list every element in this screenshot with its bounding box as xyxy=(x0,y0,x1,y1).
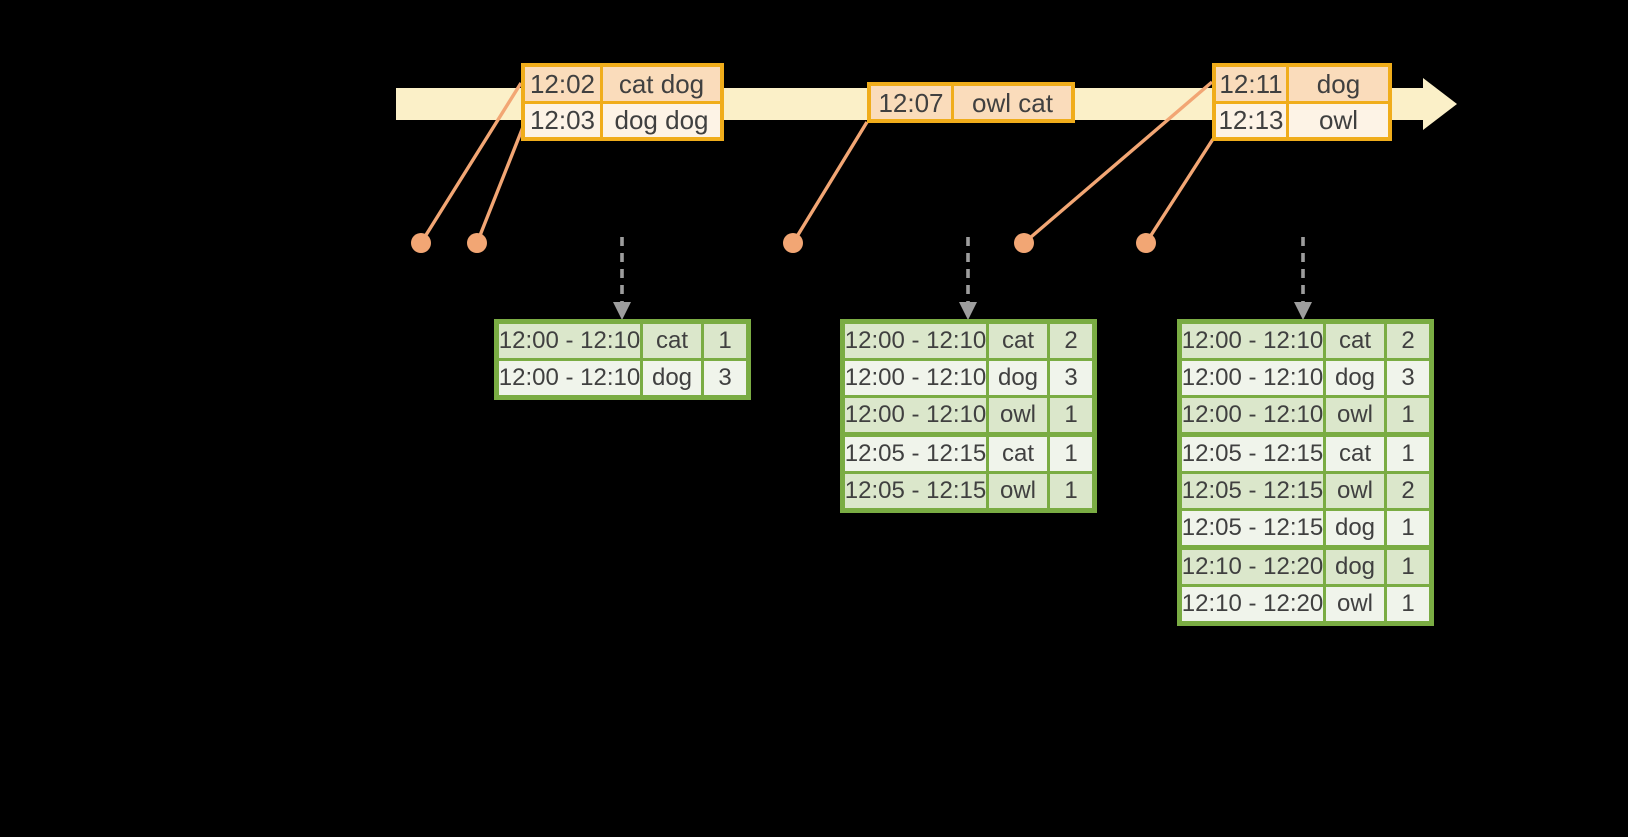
trigger-arrowhead-icon xyxy=(959,302,977,320)
result-window: 12:00 - 12:10 xyxy=(1182,324,1323,358)
result-count: 1 xyxy=(1387,398,1429,432)
connector-line xyxy=(791,121,869,244)
event-table-2: 12:07 owl cat xyxy=(867,82,1075,123)
connector-line xyxy=(1022,80,1214,245)
result-row: 12:00 - 12:10 dog 3 xyxy=(499,361,746,395)
event-words: owl xyxy=(1289,103,1388,137)
result-word: owl xyxy=(1326,474,1384,508)
result-table-3: 12:00 - 12:10 cat 2 12:00 - 12:10 dog 3 … xyxy=(1177,319,1434,626)
connector-line xyxy=(1144,138,1215,244)
timeline-arrowhead-icon xyxy=(1423,78,1457,130)
result-window: 12:00 - 12:10 xyxy=(1182,361,1323,395)
event-dot xyxy=(1014,233,1034,253)
result-row: 12:10 - 12:20 dog 1 xyxy=(1182,550,1429,584)
result-count: 1 xyxy=(1387,437,1429,471)
result-word: cat xyxy=(989,324,1047,358)
result-window: 12:05 - 12:15 xyxy=(1182,511,1323,545)
result-count: 3 xyxy=(1387,361,1429,395)
result-count: 2 xyxy=(1387,324,1429,358)
result-window: 12:00 - 12:10 xyxy=(845,398,986,432)
result-count: 1 xyxy=(1387,511,1429,545)
result-row: 12:05 - 12:15 owl 1 xyxy=(845,474,1092,508)
result-table-2: 12:00 - 12:10 cat 2 12:00 - 12:10 dog 3 … xyxy=(840,319,1097,513)
connector-line xyxy=(419,82,523,244)
result-window: 12:05 - 12:15 xyxy=(1182,474,1323,508)
event-dot xyxy=(411,233,431,253)
result-word: dog xyxy=(1326,550,1384,584)
result-window: 12:00 - 12:10 xyxy=(499,324,640,358)
result-row: 12:05 - 12:15 cat 1 xyxy=(1182,437,1429,471)
result-count: 1 xyxy=(704,324,746,358)
event-time: 12:03 xyxy=(525,103,600,137)
event-row: 12:02 cat dog xyxy=(525,67,720,101)
result-word: owl xyxy=(989,474,1047,508)
result-window: 12:05 - 12:15 xyxy=(1182,437,1323,471)
result-row: 12:00 - 12:10 owl 1 xyxy=(845,398,1092,432)
result-word: owl xyxy=(1326,587,1384,621)
event-row: 12:13 owl xyxy=(1216,103,1388,137)
result-row: 12:00 - 12:10 cat 2 xyxy=(845,324,1092,358)
result-window: 12:00 - 12:10 xyxy=(845,324,986,358)
result-word: dog xyxy=(1326,361,1384,395)
event-words: dog dog xyxy=(603,103,720,137)
result-count: 2 xyxy=(1050,324,1092,358)
result-word: cat xyxy=(643,324,701,358)
event-row: 12:11 dog xyxy=(1216,67,1388,101)
result-count: 3 xyxy=(1050,361,1092,395)
event-time: 12:11 xyxy=(1216,67,1286,101)
result-word: dog xyxy=(643,361,701,395)
result-window: 12:10 - 12:20 xyxy=(1182,587,1323,621)
result-word: dog xyxy=(989,361,1047,395)
result-window: 12:05 - 12:15 xyxy=(845,474,986,508)
result-window: 12:00 - 12:10 xyxy=(499,361,640,395)
connector-line xyxy=(475,126,525,244)
result-row: 12:05 - 12:15 owl 2 xyxy=(1182,474,1429,508)
result-word: owl xyxy=(1326,398,1384,432)
event-dot xyxy=(783,233,803,253)
result-word: cat xyxy=(989,437,1047,471)
result-window: 12:00 - 12:10 xyxy=(1182,398,1323,432)
event-table-3: 12:11 dog 12:13 owl xyxy=(1212,63,1392,141)
event-time: 12:02 xyxy=(525,67,600,101)
event-row: 12:07 owl cat xyxy=(871,86,1071,119)
trigger-arrowhead-icon xyxy=(1294,302,1312,320)
result-count: 1 xyxy=(1050,398,1092,432)
result-count: 1 xyxy=(1050,437,1092,471)
result-word: cat xyxy=(1326,324,1384,358)
result-window: 12:00 - 12:10 xyxy=(845,361,986,395)
result-row: 12:10 - 12:20 owl 1 xyxy=(1182,587,1429,621)
result-word: cat xyxy=(1326,437,1384,471)
result-row: 12:00 - 12:10 dog 3 xyxy=(845,361,1092,395)
result-count: 1 xyxy=(1050,474,1092,508)
event-dot xyxy=(1136,233,1156,253)
event-words: dog xyxy=(1289,67,1388,101)
event-words: owl cat xyxy=(954,86,1071,119)
result-count: 3 xyxy=(704,361,746,395)
event-words: cat dog xyxy=(603,67,720,101)
result-row: 12:05 - 12:15 dog 1 xyxy=(1182,511,1429,545)
result-window: 12:10 - 12:20 xyxy=(1182,550,1323,584)
result-row: 12:00 - 12:10 cat 1 xyxy=(499,324,746,358)
event-dot xyxy=(467,233,487,253)
event-time: 12:07 xyxy=(871,86,951,119)
result-table-1: 12:00 - 12:10 cat 1 12:00 - 12:10 dog 3 xyxy=(494,319,751,400)
result-count: 2 xyxy=(1387,474,1429,508)
result-row: 12:00 - 12:10 cat 2 xyxy=(1182,324,1429,358)
result-window: 12:05 - 12:15 xyxy=(845,437,986,471)
result-word: dog xyxy=(1326,511,1384,545)
result-count: 1 xyxy=(1387,550,1429,584)
result-row: 12:00 - 12:10 owl 1 xyxy=(1182,398,1429,432)
result-count: 1 xyxy=(1387,587,1429,621)
event-row: 12:03 dog dog xyxy=(525,103,720,137)
result-row: 12:05 - 12:15 cat 1 xyxy=(845,437,1092,471)
result-word: owl xyxy=(989,398,1047,432)
result-row: 12:00 - 12:10 dog 3 xyxy=(1182,361,1429,395)
event-table-1: 12:02 cat dog 12:03 dog dog xyxy=(521,63,724,141)
trigger-arrowhead-icon xyxy=(613,302,631,320)
event-time: 12:13 xyxy=(1216,103,1286,137)
